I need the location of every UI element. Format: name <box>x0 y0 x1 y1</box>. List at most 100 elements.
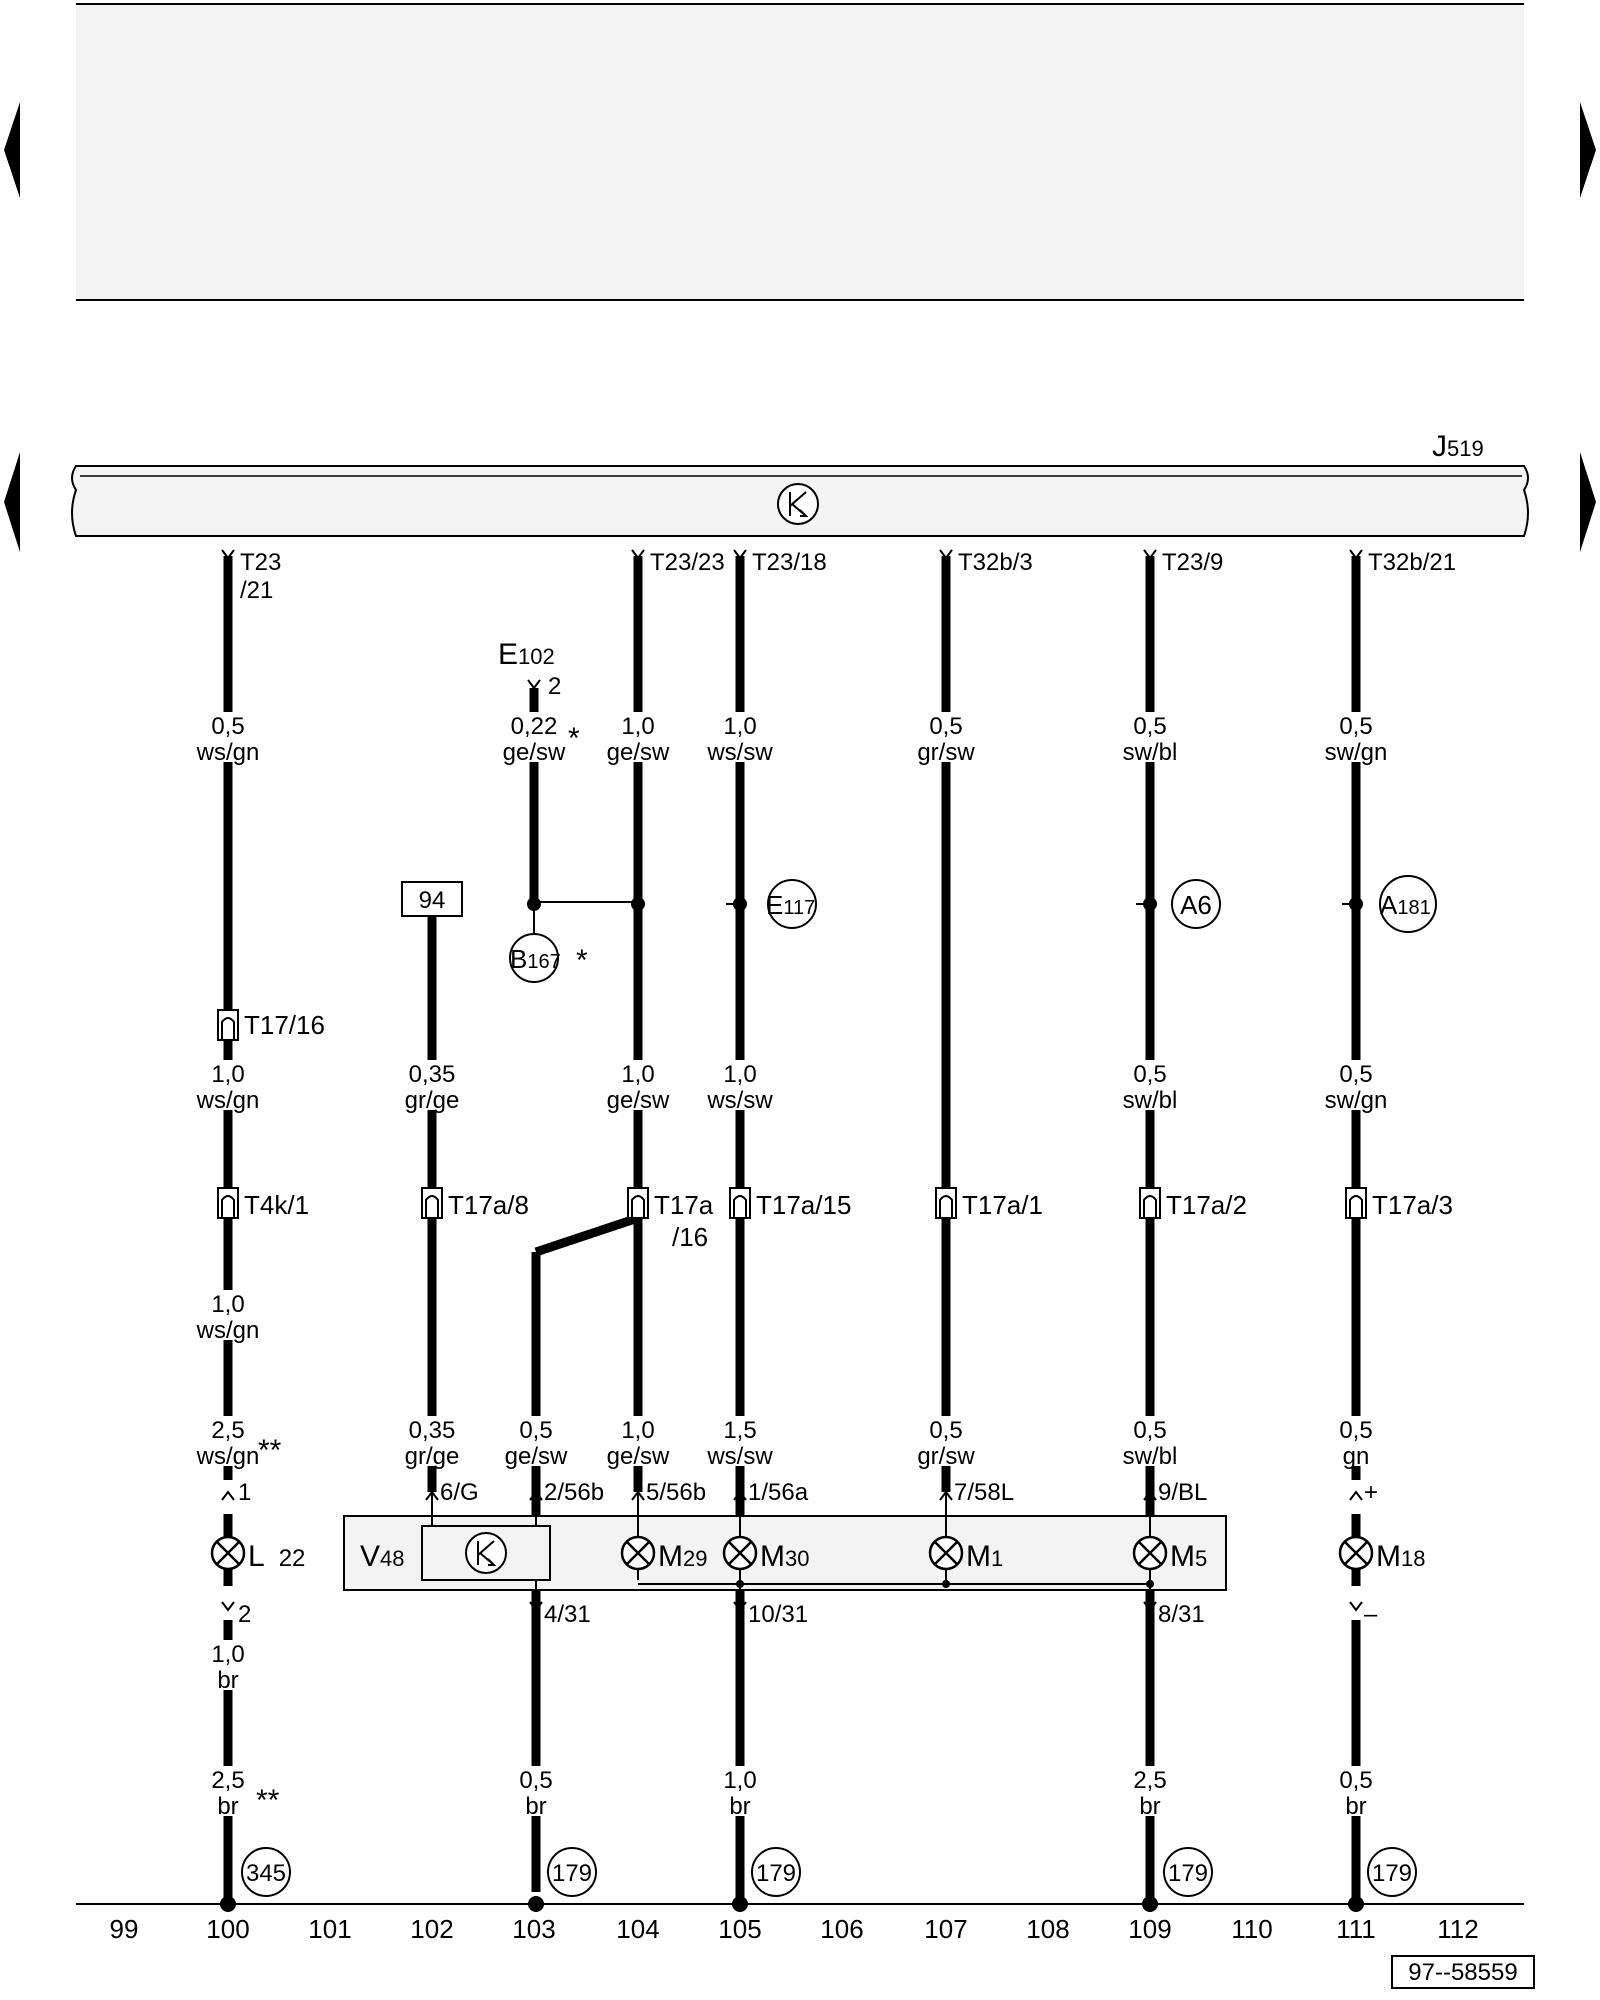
top-pin-label-104: T23/23 <box>650 549 725 576</box>
ground-ref-109: 179 <box>1168 1860 1208 1887</box>
scale-104: 104 <box>616 1914 659 1944</box>
connector-t4k-1-label: T4k/1 <box>244 1190 309 1220</box>
scale-108: 108 <box>1026 1914 1069 1944</box>
wire2-color-109: sw/bl <box>1123 1087 1178 1114</box>
scale-101: 101 <box>308 1914 351 1944</box>
wire2-color-105: ws/sw <box>706 1087 773 1114</box>
label-gaps <box>200 712 1388 1816</box>
wire4-color-100: ws/gn <box>196 1443 260 1470</box>
bulb-m29-label: M29 <box>658 1540 707 1573</box>
connector-t17a-15-label: T17a/15 <box>756 1190 851 1220</box>
wire2-size-105: 1,0 <box>723 1061 756 1088</box>
pin6-label-105: 10/31 <box>748 1601 808 1628</box>
wire1-mark-103: * <box>568 722 580 755</box>
pin5-label-100: 1 <box>238 1479 251 1506</box>
electronics-symbol-glyph <box>789 491 809 517</box>
ground-bus-dots <box>220 1896 1364 1912</box>
scale-109: 109 <box>1128 1914 1171 1944</box>
top-pin-marks <box>221 549 1363 560</box>
wire1-color-109: sw/bl <box>1123 739 1178 766</box>
wire1-size-105: 1,0 <box>723 713 756 740</box>
reference-box-94 <box>401 881 463 917</box>
pin-row6-marks <box>221 1601 1363 1612</box>
e102-pin-mark <box>527 679 541 690</box>
connector-t17a-16-label: T17a <box>654 1190 714 1220</box>
scale-100: 100 <box>206 1914 249 1944</box>
e102-label: E102 <box>498 638 555 671</box>
wire1-size-104: 1,0 <box>621 713 654 740</box>
wire4-color-105: ws/sw <box>706 1443 773 1470</box>
wire2-size-102: 0,35 <box>409 1061 456 1088</box>
pin5-label-107: 7/58L <box>954 1479 1014 1506</box>
wire1-color-111: sw/gn <box>1325 739 1388 766</box>
splice-e117 <box>767 879 817 929</box>
bulb-m30-label: M30 <box>760 1540 809 1573</box>
pin6-label-109: 8/31 <box>1158 1601 1205 1628</box>
v48-junction-dots <box>736 1580 1154 1588</box>
v48-label: V48 <box>360 1540 405 1573</box>
wire1-size-100: 0,5 <box>211 713 244 740</box>
pin6-label-111: – <box>1364 1601 1378 1628</box>
pin6-label-103: 4/31 <box>544 1601 591 1628</box>
bulb-m1-label: M1 <box>966 1540 1003 1573</box>
pin6-label-100: 2 <box>238 1601 251 1628</box>
scale-99: 99 <box>110 1914 139 1944</box>
connector-t17a-16-suffix: /16 <box>672 1222 708 1252</box>
connector-t17a-8-label: T17a/8 <box>448 1190 529 1220</box>
electronics-symbol-icon <box>777 483 819 525</box>
wire1-color-105: ws/sw <box>706 739 773 766</box>
wire7-color-103: br <box>525 1793 546 1820</box>
scale-106: 106 <box>820 1914 863 1944</box>
wire-l22-bottom-color: br <box>217 1667 238 1694</box>
reference-box-94-label: 94 <box>419 887 446 914</box>
wire2-size-111: 0,5 <box>1339 1061 1372 1088</box>
wire4-size-100: 2,5 <box>211 1417 244 1444</box>
top-pin-label-100-suffix: /21 <box>240 577 273 604</box>
scale-105: 105 <box>718 1914 761 1944</box>
wire4-color-102: gr/ge <box>405 1443 460 1470</box>
wire7-mark-100: ** <box>256 1784 280 1817</box>
pin-row5-marks <box>221 1490 1363 1501</box>
wire4-size-111: 0,5 <box>1339 1417 1372 1444</box>
wire7-size-105: 1,0 <box>723 1767 756 1794</box>
splice-a6 <box>1171 879 1221 929</box>
top-pin-label-100: T23 <box>240 549 281 576</box>
splice-b167-label: B167 <box>510 944 561 974</box>
wire1-size-107: 0,5 <box>929 713 962 740</box>
wire2-color-102: gr/ge <box>405 1087 460 1114</box>
e102-pin-label: 2 <box>548 673 561 700</box>
previous-page-arrow-icon[interactable] <box>4 102 20 198</box>
wire-l22-top-size: 1,0 <box>211 1291 244 1318</box>
pin5-label-102: 6/G <box>440 1479 479 1506</box>
wire4-color-104: ge/sw <box>607 1443 670 1470</box>
next-section-arrow-icon[interactable] <box>1580 452 1596 552</box>
bulb-m5-icon <box>1132 1535 1168 1571</box>
wire1-size-109: 0,5 <box>1133 713 1166 740</box>
splice-dots <box>527 897 1363 911</box>
scale-110: 110 <box>1231 1914 1272 1944</box>
wire1-color-104: ge/sw <box>607 739 670 766</box>
top-pin-label-109: T23/9 <box>1162 549 1223 576</box>
wire7-size-100: 2,5 <box>211 1767 244 1794</box>
wire4-size-102: 0,35 <box>409 1417 456 1444</box>
scale-103: 103 <box>512 1914 555 1944</box>
previous-section-arrow-icon[interactable] <box>4 452 20 552</box>
wire1-color-100: ws/gn <box>196 739 260 766</box>
connector-t17-16 <box>217 1009 239 1041</box>
ground-ref-100: 345 <box>246 1860 286 1887</box>
control-unit-label: J519 <box>1432 430 1484 463</box>
pin5-label-109: 9/BL <box>1158 1479 1207 1506</box>
pin5-label-103: 2/56b <box>544 1479 604 1506</box>
wire2-color-100: ws/gn <box>196 1087 260 1114</box>
pin5-label-111: + <box>1364 1479 1378 1506</box>
bulb-l22-icon <box>210 1535 246 1571</box>
splice-b167-mark: * <box>576 944 588 977</box>
wire2-color-111: sw/gn <box>1325 1087 1388 1114</box>
ground-ref-105: 179 <box>756 1860 796 1887</box>
wire4-mark-100: ** <box>258 1434 282 1467</box>
figure-id-box <box>1391 1955 1535 1989</box>
next-page-arrow-icon[interactable] <box>1580 102 1596 198</box>
pin5-label-105: 1/56a <box>748 1479 809 1506</box>
connector-t17a-1-label: T17a/1 <box>962 1190 1043 1220</box>
